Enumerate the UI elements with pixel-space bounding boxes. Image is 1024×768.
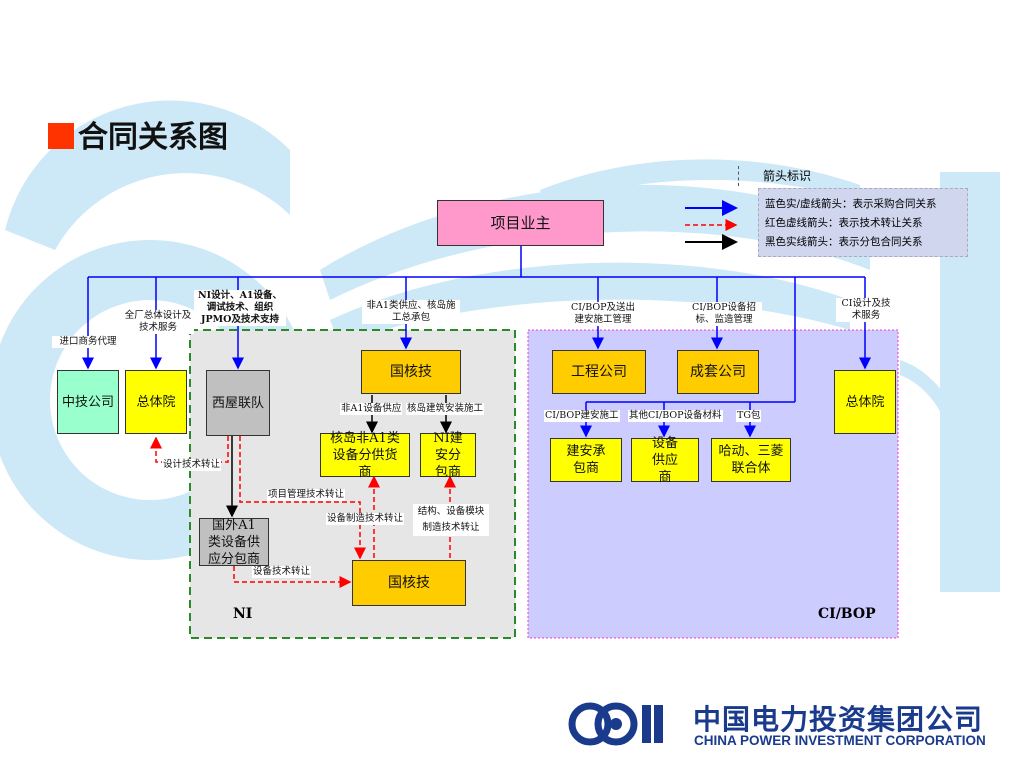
region-label-ci-bop: CI/BOP bbox=[818, 606, 876, 622]
label-equip-tech-transfer: 设备技术转让 bbox=[252, 566, 312, 578]
cpi-logo-icon bbox=[568, 702, 663, 746]
logo-text-cn: 中国电力投资集团公司 bbox=[693, 703, 984, 736]
node-zongtiyuan-right: 总体院 bbox=[834, 370, 896, 434]
node-gongcheng: 工程公司 bbox=[552, 350, 646, 394]
node-chengtao: 成套公司 bbox=[677, 350, 759, 394]
node-ni-construct: NI建安分包商 bbox=[420, 431, 476, 480]
legend-item-purchase: 蓝色实/虚线箭头：表示采购合同关系 bbox=[765, 198, 937, 210]
logo-text-en: CHINA POWER INVESTMENT CORPORATION bbox=[694, 733, 986, 748]
label-design-tech-transfer: 设计技术转让 bbox=[162, 459, 222, 471]
label-non-a1-supply: 非A1类供应、核岛施工总承包 bbox=[362, 300, 460, 324]
node-foreign-a1: 国外A1类设备供应分包商 bbox=[199, 518, 269, 567]
node-jianan: 建安承包商 bbox=[550, 438, 622, 482]
legend-body: 蓝色实/虚线箭头：表示采购合同关系 红色虚线箭头：表示技术转让关系 黑色实线箭头… bbox=[758, 188, 968, 257]
node-zongtiyuan-left: 总体院 bbox=[125, 370, 187, 434]
node-owner: 项目业主 bbox=[437, 200, 604, 246]
label-ci-bop-construct: CI/BOP建安施工 bbox=[544, 410, 620, 422]
title-square-icon bbox=[48, 123, 74, 149]
label-non-a1-equip-supply: 非A1设备供应 bbox=[340, 403, 403, 415]
legend: 箭头标识 蓝色实/虚线箭头：表示采购合同关系 红色虚线箭头：表示技术转让关系 黑… bbox=[738, 166, 968, 257]
label-ci-bop-outsource: CI/BOP及送出建安施工管理 bbox=[566, 302, 640, 326]
label-pm-tech-transfer: 项目管理技术转让 bbox=[267, 489, 346, 501]
label-ni-design: NI设计、A1设备、调试技术、组织JPMO及技术支持 bbox=[194, 290, 286, 326]
page-title: 合同关系图 bbox=[48, 112, 228, 156]
node-guohe-top: 国核技 bbox=[361, 350, 461, 394]
node-guohe-bottom: 国核技 bbox=[352, 560, 466, 606]
label-nuclear-install: 核岛建筑安装施工 bbox=[406, 403, 485, 415]
node-hadong: 哈动、三菱联合体 bbox=[711, 438, 791, 482]
label-ci-design: CI设计及技术服务 bbox=[836, 298, 896, 322]
label-ci-bop-equip: CI/BOP设备招标、监造管理 bbox=[686, 302, 762, 326]
legend-title: 箭头标识 bbox=[738, 166, 968, 186]
legend-item-transfer: 红色虚线箭头：表示技术转让关系 bbox=[765, 217, 923, 229]
node-zhongji: 中技公司 bbox=[57, 370, 119, 434]
label-equip-mfg-transfer: 设备制造技术转让 bbox=[326, 513, 405, 525]
label-plant-design: 全厂总体设计及技术服务 bbox=[122, 310, 194, 334]
label-other-ci-bop: 其他CI/BOP设备材料 bbox=[628, 410, 723, 422]
label-tg-package: TG包 bbox=[736, 410, 762, 422]
label-struct-module-transfer: 结构、设备模块制造技术转让 bbox=[413, 504, 489, 536]
label-import-agent: 进口商务代理 bbox=[52, 336, 124, 348]
node-xiwu: 西屋联队 bbox=[206, 370, 270, 436]
region-label-ni: NI bbox=[233, 606, 253, 622]
legend-item-subcontract: 黑色实线箭头：表示分包合同关系 bbox=[765, 236, 923, 248]
node-shebei: 设备供应商 bbox=[631, 436, 699, 485]
node-hedao-supplier: 核岛非A1类设备分供货商 bbox=[320, 431, 410, 480]
title-text: 合同关系图 bbox=[78, 120, 228, 155]
